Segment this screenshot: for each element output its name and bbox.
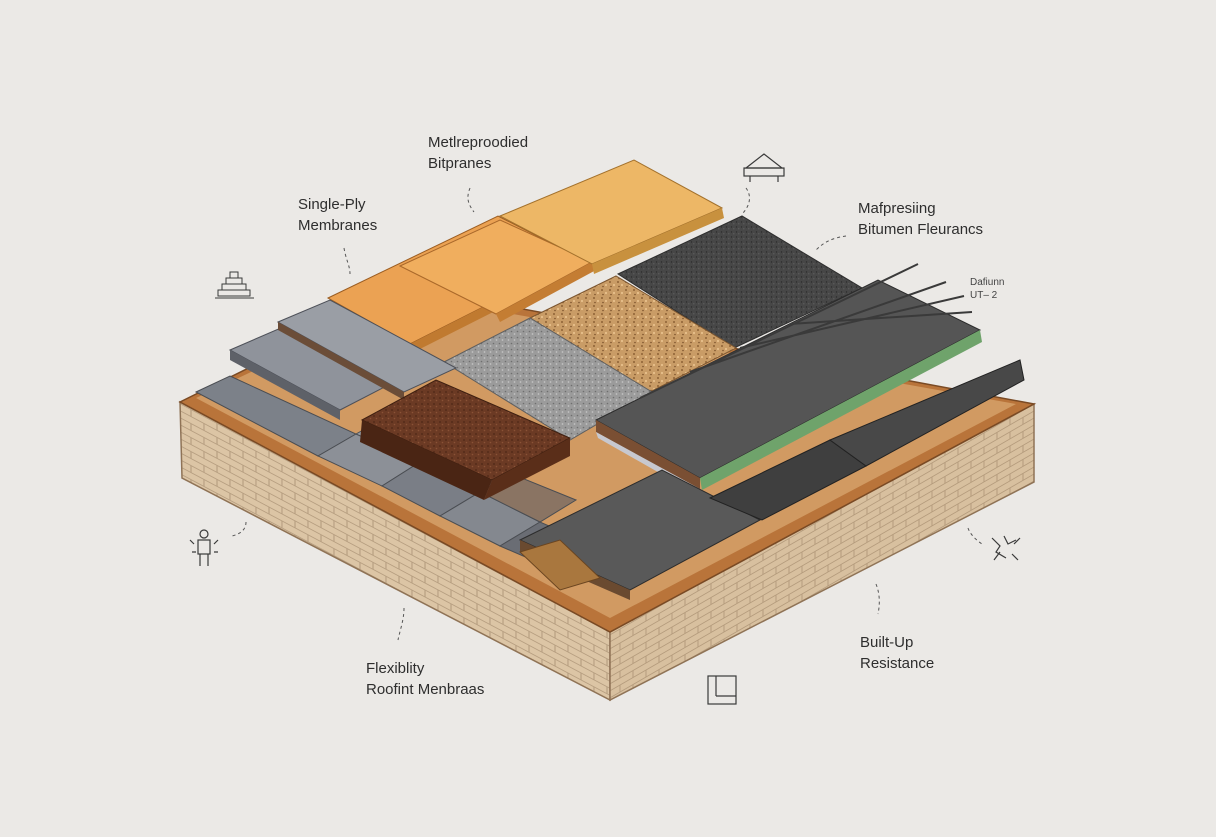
- label-mapresing-line2: Bitumen Fleurancs: [858, 219, 983, 240]
- label-flexibility-roofing: Flexiblity Roofint Menbraas: [366, 658, 484, 700]
- label-metreproodied-bitpranes: Metlreproodied Bitpranes: [428, 132, 528, 174]
- label-datum: Dafiunn UT– 2: [970, 276, 1004, 302]
- label-single-ply-membranes: Single-Ply Membranes: [298, 194, 377, 236]
- pyramid-stack-icon: [215, 272, 254, 298]
- label-built-up-line1: Built-Up: [860, 632, 934, 653]
- label-single-ply-line2: Membranes: [298, 215, 377, 236]
- house-icon: [744, 154, 784, 182]
- label-metreproodied-line2: Bitpranes: [428, 153, 528, 174]
- label-metreproodied-line1: Metlreproodied: [428, 132, 528, 153]
- label-mapresing-bitumen: Mafpresiing Bitumen Fleurancs: [858, 198, 983, 240]
- label-built-up-resistance: Built-Up Resistance: [860, 632, 934, 674]
- label-mapresing-line1: Mafpresiing: [858, 198, 983, 219]
- label-datum-line2: UT– 2: [970, 289, 1004, 302]
- label-single-ply-line1: Single-Ply: [298, 194, 377, 215]
- crack-icon: [992, 536, 1020, 560]
- person-icon: [190, 530, 218, 566]
- box-icon: [708, 676, 736, 704]
- label-flexibility-line2: Roofint Menbraas: [366, 679, 484, 700]
- label-datum-line1: Dafiunn: [970, 276, 1004, 289]
- label-flexibility-line1: Flexiblity: [366, 658, 484, 679]
- label-built-up-line2: Resistance: [860, 653, 934, 674]
